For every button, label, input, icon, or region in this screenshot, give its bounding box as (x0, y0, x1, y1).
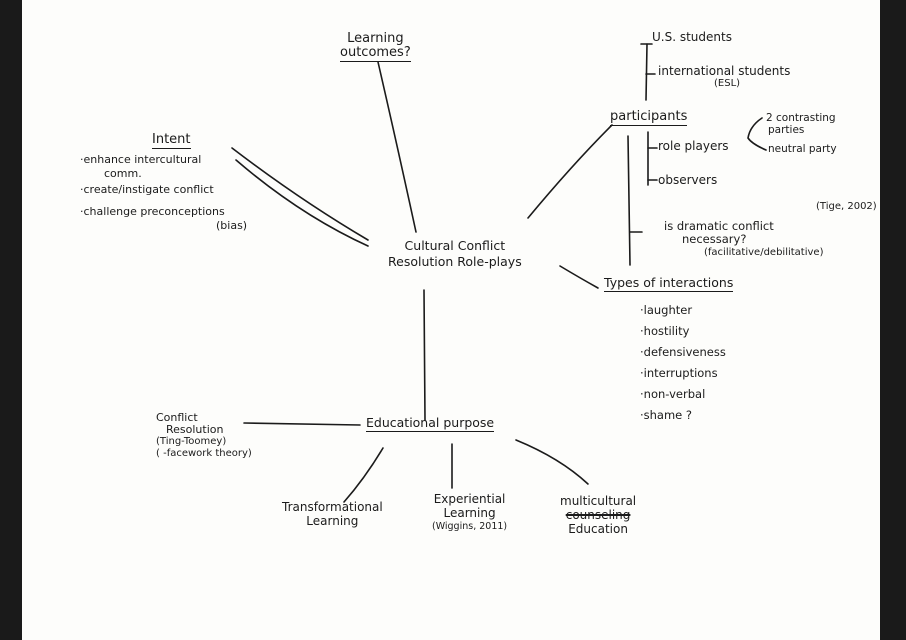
intent-item-2: ·create/instigate conflict (80, 183, 214, 196)
line-purpose-to-multicultural (515, 439, 589, 485)
contrasting-line1: 2 contrasting (766, 112, 836, 124)
neutral-party: neutral party (768, 143, 837, 155)
intent-item-3-line1: ·challenge preconceptions (80, 205, 225, 218)
observers: observers (658, 173, 718, 187)
conflict-line2: Resolution (166, 423, 224, 436)
center-line2: Resolution Role-plays (388, 254, 522, 269)
center-node: Cultural Conflict Resolution Role-plays (388, 238, 522, 270)
center-line1: Cultural Conflict (404, 238, 506, 253)
line-center-to-purpose (423, 289, 426, 421)
dramatic-line2: necessary? (682, 232, 747, 246)
educational-purpose-title: Educational purpose (366, 415, 495, 432)
line-participants-to-types (627, 135, 631, 266)
paper-sheet (22, 0, 880, 640)
line-center-to-interactions (559, 265, 599, 289)
experiential-learning-node: Experiential Learning (Wiggins, 2011) (432, 492, 507, 534)
intent-item-3-line2: (bias) (216, 219, 248, 232)
intent-item-1: ·enhance intercultural comm. (80, 153, 201, 181)
intent-title: Intent (152, 132, 191, 149)
line-center-to-outcomes (377, 61, 417, 233)
learning-outcomes-line1: Learning (347, 31, 404, 46)
multicultural-line2-struck: counseling (565, 508, 631, 522)
line-purpose-to-conflict (243, 422, 361, 426)
learning-outcomes-line2: outcomes? (340, 45, 411, 62)
dramatic-line3: (facilitative/debilitative) (704, 247, 824, 258)
us-students: U.S. students (652, 30, 732, 44)
interaction-laughter: ·laughter (640, 303, 693, 317)
conflict-line4: ( -facework theory) (156, 448, 252, 459)
intent-item-1-line2: comm. (104, 167, 142, 180)
tige-citation: (Tige, 2002) (816, 201, 877, 212)
interactions-list: ·laughter ·hostility ·defensiveness ·int… (640, 300, 726, 426)
international-line1: international students (658, 64, 791, 78)
role-players: role players (658, 139, 729, 153)
transformational-line1: Transformational (282, 500, 383, 514)
conflict-line3: (Ting-Toomey) (156, 436, 227, 447)
international-line2: (ESL) (714, 78, 741, 89)
multicultural-line3: Education (568, 522, 628, 536)
learning-outcomes-node: Learning outcomes? (340, 32, 411, 62)
experiential-line1: Experiential (433, 492, 506, 506)
interaction-hostility: ·hostility (640, 324, 690, 338)
line-participants-vertical (645, 43, 648, 101)
international-students: international students (ESL) (658, 64, 790, 90)
interactions-title: Types of interactions (604, 275, 734, 292)
interaction-nonverbal: ·non-verbal (640, 387, 706, 401)
line-center-to-intent-2 (235, 159, 369, 247)
contrasting-line2: parties (768, 124, 805, 136)
interaction-defensiveness: ·defensiveness (640, 345, 726, 359)
interaction-shame: ·shame ? (640, 408, 693, 422)
experiential-line2: Learning (443, 506, 496, 520)
experiential-line3: (Wiggins, 2011) (432, 521, 508, 532)
conflict-resolution-node: Conflict Resolution (Ting-Toomey) ( -fac… (156, 412, 252, 460)
intent-item-1-line1: ·enhance intercultural (80, 153, 202, 166)
conflict-line1: Conflict (156, 411, 198, 424)
intent-item-3: ·challenge preconceptions (bias) (80, 205, 247, 233)
transformational-learning-node: Transformational Learning (282, 500, 383, 528)
multicultural-line1: multicultural (560, 494, 637, 508)
participants-title: participants (610, 109, 688, 126)
multicultural-node: multicultural counseling Education (560, 494, 636, 536)
interaction-interruptions: ·interruptions (640, 366, 718, 380)
brace-role-players (747, 117, 767, 151)
transformational-line2: Learning (306, 514, 359, 528)
dramatic-line1: is dramatic conflict (664, 219, 774, 233)
contrasting-parties: 2 contrasting parties (766, 112, 836, 136)
line-center-to-participants (527, 124, 613, 219)
dramatic-conflict-question: is dramatic conflict necessary? (facilit… (664, 220, 823, 259)
line-center-to-intent (231, 147, 369, 241)
line-purpose-to-transformational (343, 447, 384, 503)
